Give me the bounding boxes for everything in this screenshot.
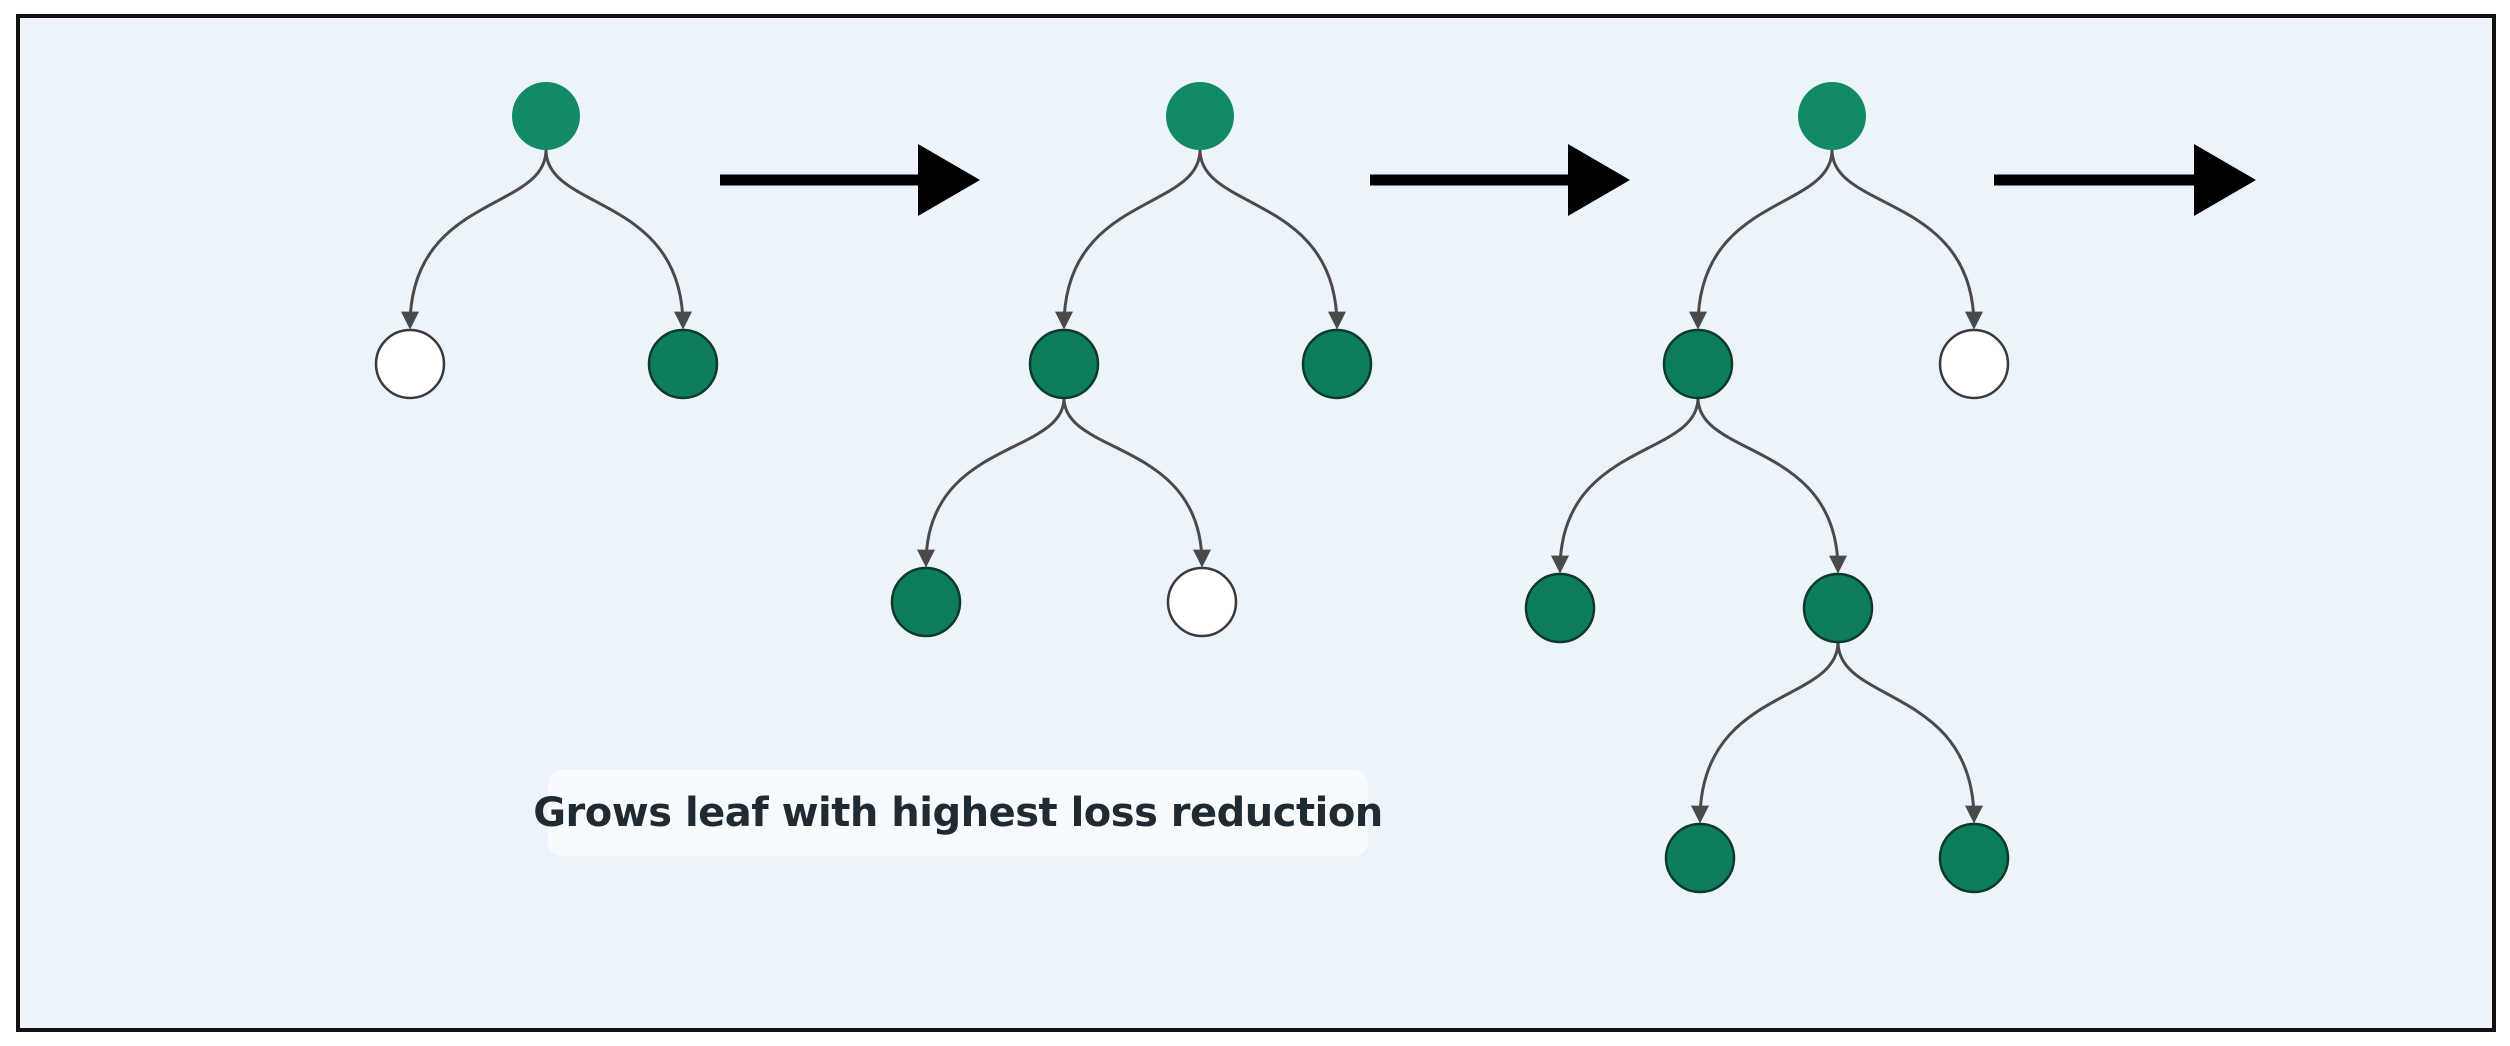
progress-arrow-2 (1370, 144, 1630, 216)
stage-3-edge-n1-n3 (1551, 397, 1700, 574)
caption-text: Grows leaf with highest loss reduction (533, 790, 1383, 836)
stage-1-edge-n0-n1 (401, 149, 548, 330)
stage-3-node-n4-filled (1802, 572, 1874, 644)
diagram-frame: Grows leaf with highest loss reduction (16, 14, 2496, 1032)
stage-2-edge-n0-n2 (1198, 149, 1346, 330)
stage-2-node-n3-filled (890, 566, 962, 638)
stage-1-edge-n0-n2 (544, 149, 692, 330)
stage-1-node-n2-filled (647, 328, 719, 400)
stage-2-edge-n1-n3 (917, 397, 1066, 568)
stage-3-node-n0-root (1798, 82, 1866, 150)
stage-3-node-n3-filled (1524, 572, 1596, 644)
stage-3-node-n6-filled (1938, 822, 2010, 894)
stage-3-edge-n4-n6 (1836, 641, 1983, 824)
stage-2-node-n1-filled (1028, 328, 1100, 400)
tree-growth-diagram (374, 82, 2256, 894)
stage-3-edge-n1-n4 (1696, 397, 1847, 574)
stage-3-node-n2-empty (1938, 328, 2010, 400)
progress-arrow-3 (1994, 144, 2256, 216)
stage-2-node-n4-empty (1166, 566, 1238, 638)
stage-3-edge-n0-n1 (1689, 149, 1834, 330)
stage-3-node-n5-filled (1664, 822, 1736, 894)
stage-2-edge-n0-n1 (1055, 149, 1202, 330)
stage-3-node-n1-filled (1662, 328, 1734, 400)
progress-arrow-1 (720, 144, 980, 216)
stage-3-edge-n0-n2 (1830, 149, 1983, 330)
stage-2-node-n2-filled (1301, 328, 1373, 400)
stage-3-edge-n4-n5 (1691, 641, 1840, 824)
stage-1-node-n0-root (512, 82, 580, 150)
caption-box: Grows leaf with highest loss reduction (533, 770, 1383, 856)
stage-2-node-n0-root (1166, 82, 1234, 150)
stage-2-edge-n1-n4 (1062, 397, 1211, 568)
stage-1-node-n1-empty (374, 328, 446, 400)
